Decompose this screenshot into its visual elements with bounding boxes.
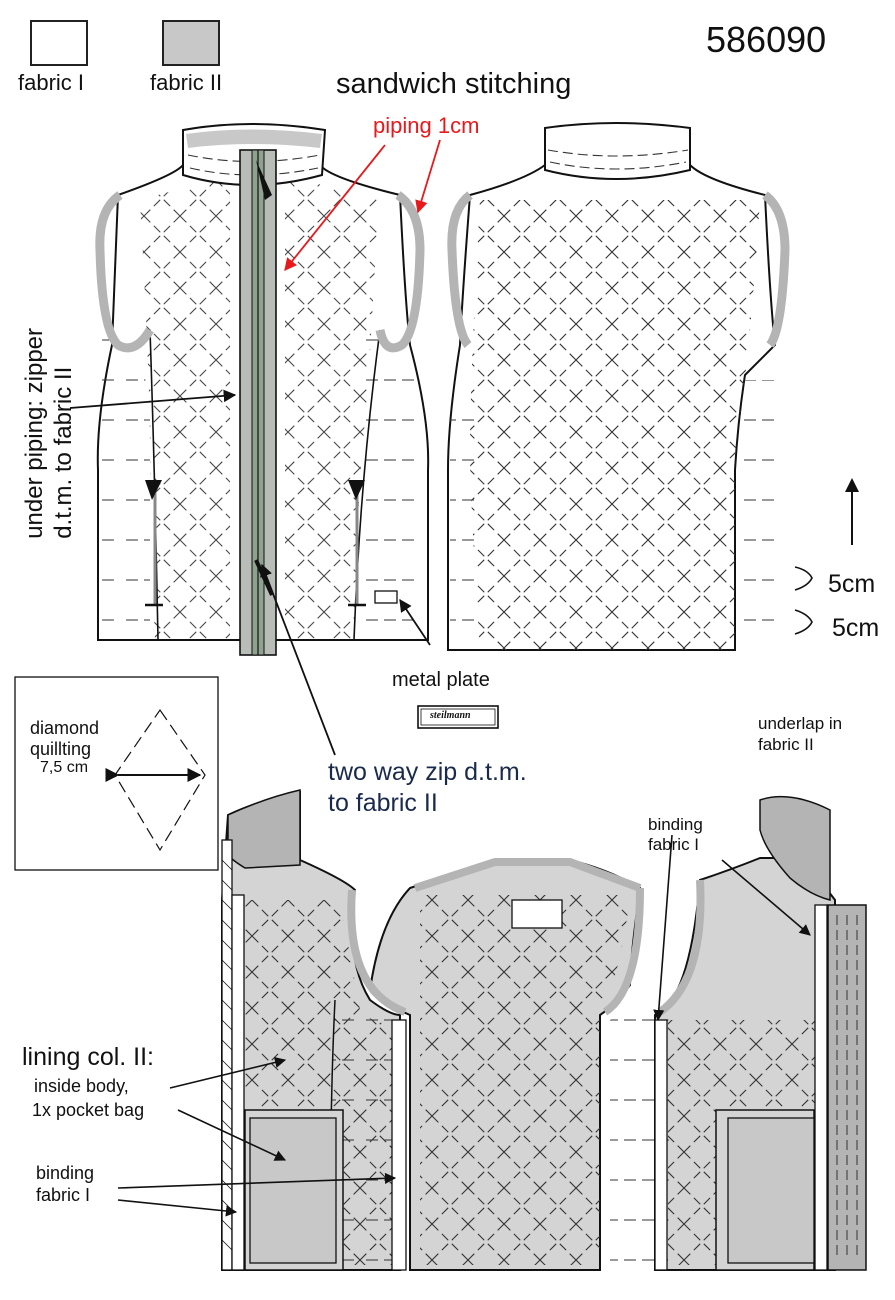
piping-label: piping 1cm — [373, 113, 480, 138]
zip-line1: two way zip d.t.m. — [328, 758, 527, 786]
under-piping-label: under piping: zipper d.t.m. to fabric II — [21, 299, 79, 539]
binding-bottom-line1: binding — [36, 1163, 95, 1183]
lining-heading: lining col. II: — [22, 1043, 155, 1071]
binding-top-line2: fabric I — [648, 835, 700, 855]
label-patch — [511, 899, 563, 929]
zip-line2: to fabric II — [328, 789, 438, 818]
measure-top-label: 5cm — [828, 570, 876, 598]
diamond-line2: quillting — [30, 738, 92, 759]
front-vest — [95, 123, 430, 656]
inside-view — [221, 789, 867, 1271]
binding-bottom-line2: fabric I — [36, 1184, 91, 1205]
under-piping-line2: d.t.m. to fabric II — [50, 366, 77, 539]
binding-top-label: binding fabric I — [648, 815, 703, 856]
fabric2-swatch — [162, 20, 220, 66]
under-piping-line1: under piping: zipper — [21, 327, 49, 539]
underlap-label: underlap in fabric II — [758, 713, 842, 756]
back-vest — [447, 122, 790, 651]
metal-plate-label: metal plate — [392, 669, 490, 691]
two-way-zip-label: two way zip d.t.m. to fabric II — [328, 757, 527, 820]
lining-line1: inside body, — [34, 1076, 129, 1096]
fabric2-label: fabric II — [150, 70, 223, 95]
underlap-line2: fabric II — [758, 735, 814, 755]
diamond-line1: diamond — [30, 718, 100, 738]
style-number: 586090 — [706, 19, 827, 60]
diamond-line3: 7,5 cm — [40, 759, 89, 777]
page-title: sandwich stitching — [336, 68, 572, 100]
underlap-line1: underlap in — [758, 714, 843, 733]
binding-top-line1: binding — [648, 815, 703, 834]
measure-indicator — [794, 478, 859, 635]
metal-plate-badge — [417, 705, 499, 729]
lining-line2: 1x pocket bag — [32, 1100, 145, 1120]
back-collar — [544, 122, 691, 180]
plate-brand: steilmann — [430, 710, 471, 721]
measure-bottom-label: 5cm — [832, 614, 880, 642]
binding-bottom-label: binding fabric I — [36, 1163, 94, 1206]
fabric1-label: fabric I — [18, 70, 85, 95]
diamond-quilting-label: diamond quillting 7,5 cm — [30, 718, 99, 778]
fabric1-swatch — [30, 20, 88, 66]
